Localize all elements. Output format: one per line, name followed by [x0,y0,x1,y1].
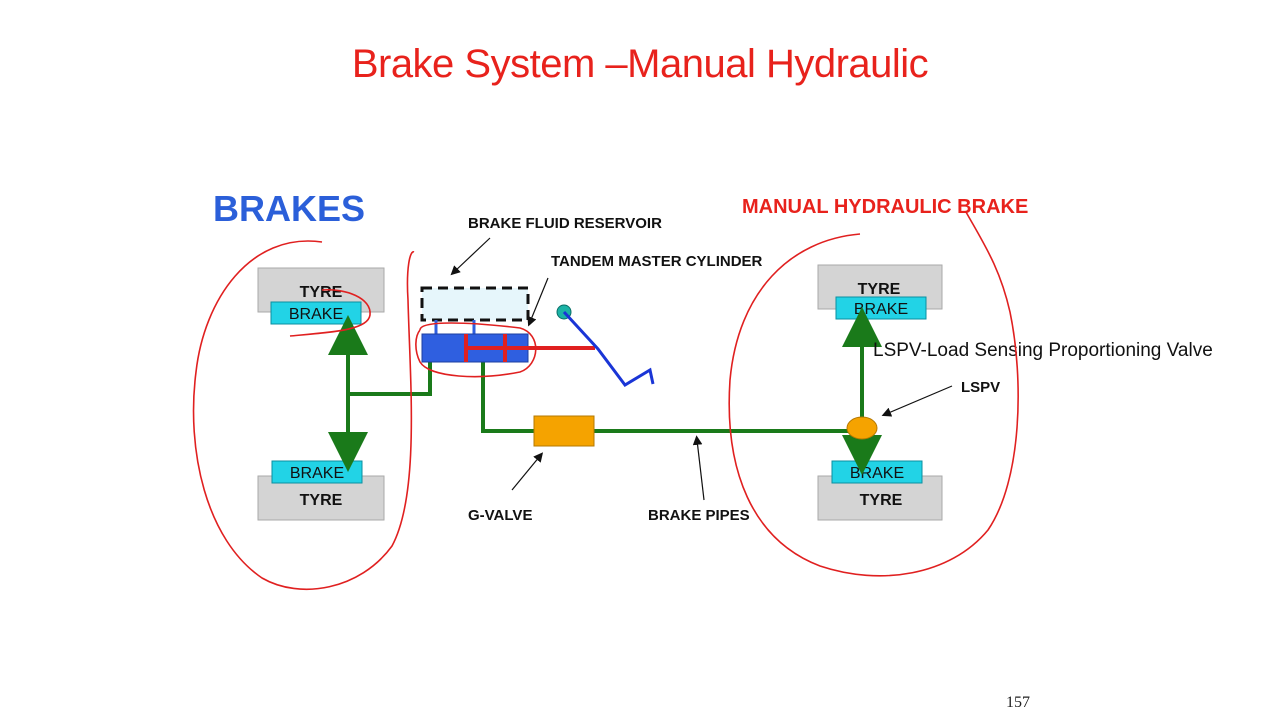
right-top-wheel: TYRE BRAKE [817,264,943,320]
tyre-label: TYRE [300,284,343,301]
left-bottom-wheel: TYRE BRAKE [257,460,385,521]
page-number: 157 [1006,694,1030,711]
lspv-label: LSPV [961,379,1000,396]
brakes-heading: BRAKES [213,188,365,229]
pointer-arrows [450,237,953,501]
master-cylinder-circle [415,322,537,378]
g-valve-pointer [511,452,544,491]
brake-pipes-pointer [692,435,705,501]
brake-pipes [328,307,882,475]
hand-annotations [192,211,1019,590]
tyre-label: TYRE [858,281,901,298]
left-circle-annotation [192,240,415,590]
lspv-pointer [881,385,953,417]
lspv-valve [846,416,878,440]
brake-label: BRAKE [290,465,344,482]
master-cylinder-label: TANDEM MASTER CYLINDER [551,253,763,270]
slide-title: Brake System –Manual Hydraulic [351,42,929,86]
g-valve-block [533,415,595,447]
tyre-label: TYRE [300,492,343,509]
lspv-description: LSPV-Load Sensing Proportioning Valve [873,340,1213,361]
brake-label: BRAKE [854,301,908,318]
tyre-label: TYRE [860,492,903,509]
brake-scribble [289,288,371,337]
brake-pipes-label: BRAKE PIPES [648,507,750,524]
reservoir-label: BRAKE FLUID RESERVOIR [468,215,662,232]
reservoir-pointer [450,237,491,276]
master-cylinder-pointer [527,277,549,327]
brake-fluid-reservoir [420,286,530,322]
tandem-master-cylinder [421,333,595,363]
brake-label: BRAKE [850,465,904,482]
g-valve-label: G-VALVE [468,507,532,524]
right-circle-annotation [728,211,1019,577]
right-bottom-wheel: TYRE BRAKE [817,460,943,521]
left-top-wheel: TYRE BRAKE [257,267,385,325]
manual-hydraulic-brake-heading: MANUAL HYDRAULIC BRAKE [742,196,1028,218]
left-feed-pipe [348,362,432,396]
brake-label: BRAKE [289,306,343,323]
brake-pedal [556,304,655,387]
main-pipe [481,362,862,433]
